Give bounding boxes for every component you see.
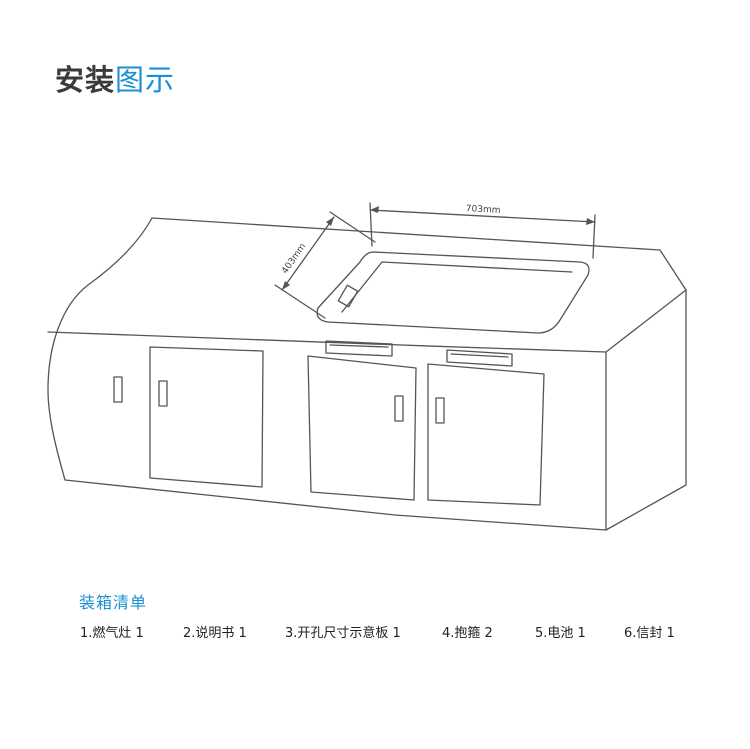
packing-item: 6.信封 1 — [624, 626, 675, 641]
packing-list-title: 装箱清单 — [79, 593, 148, 612]
door-right-handle — [435, 397, 445, 424]
width-arrow-left — [370, 206, 379, 213]
countertop-side-edge — [605, 289, 687, 353]
width-dimension-line — [369, 209, 596, 223]
sink-knob — [337, 284, 359, 308]
packing-item: 1.燃气灶 1 — [80, 626, 144, 641]
door-left — [149, 346, 264, 488]
depth-arrow-bottom — [282, 281, 290, 290]
door-middle-handle — [394, 395, 404, 422]
depth-arrow-top — [326, 217, 334, 226]
packing-item: 5.电池 1 — [535, 626, 586, 641]
width-dimension-label: 703mm — [466, 204, 501, 216]
panel-slot-middle — [325, 340, 393, 357]
cabinet-outline — [47, 217, 687, 531]
width-dimension-ext-left — [369, 202, 373, 247]
width-dimension-ext-right — [592, 214, 596, 259]
page-title: 安装图示 — [55, 58, 175, 102]
panel-slot-right — [446, 349, 513, 367]
depth-dimension-line — [281, 216, 335, 291]
depth-dimension-ext-top — [329, 211, 376, 243]
sink-inner-edge — [341, 261, 573, 313]
packing-item: 3.开孔尺寸示意板 1 — [285, 626, 401, 641]
title-accent-part: 图示 — [115, 63, 176, 97]
sink-cutout — [316, 251, 590, 334]
depth-dimension-ext-bottom — [274, 284, 326, 319]
side-handle — [113, 376, 123, 403]
title-dark-part: 安装 — [55, 63, 116, 97]
packing-item: 4.抱箍 2 — [442, 626, 493, 641]
width-arrow-right — [586, 218, 595, 225]
door-middle — [307, 355, 417, 501]
packing-item: 2.说明书 1 — [183, 626, 247, 641]
door-right — [427, 363, 545, 506]
door-left-handle — [158, 380, 168, 407]
countertop-front-edge — [47, 331, 607, 353]
